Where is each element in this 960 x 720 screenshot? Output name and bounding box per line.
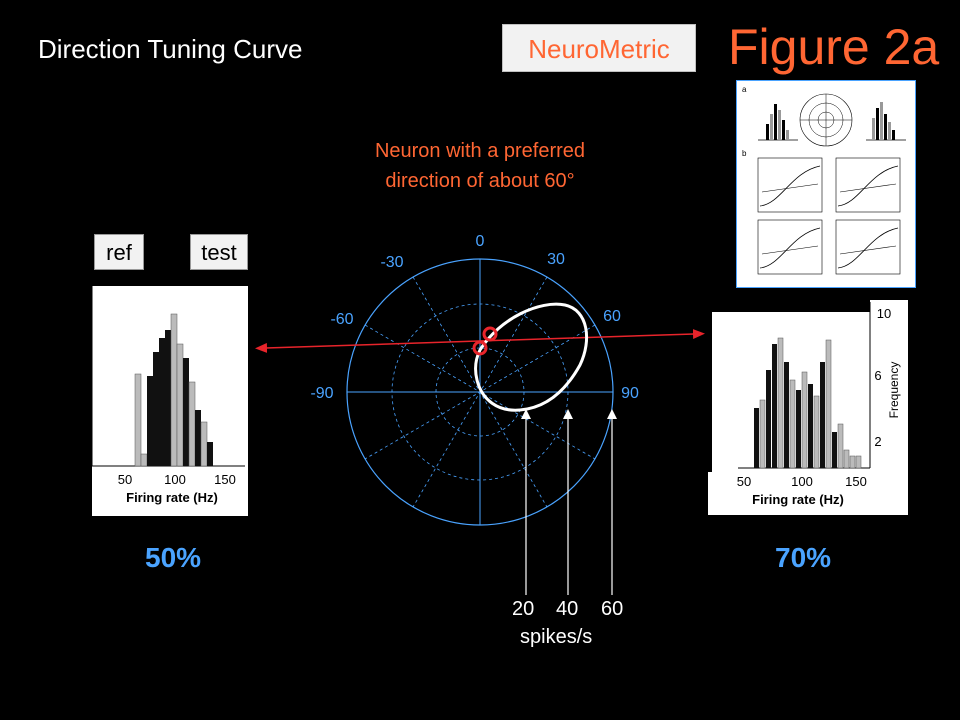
figure-label: Figure 2a [728,19,940,75]
figure-thumbnail: a b [736,80,916,288]
rate-label-40: 40 [556,598,579,620]
right-x-tick-100: 100 [791,474,813,489]
right-y-tick-10: 10 [877,306,891,321]
tuning-curve [474,302,589,412]
left-y-tick-2: 2 [68,425,74,437]
ref-tag: ref [94,234,144,270]
right-x-tick-150: 150 [845,474,867,489]
thumb-panel-b-label: b [742,149,747,158]
right-y-axis-label: Frequency [887,362,901,419]
right-y-tick-6: 6 [874,368,881,383]
left-x-axis-label: Firing rate (Hz) [126,490,218,505]
left-y-tick-10: 10 [62,305,74,317]
right-histogram-bars [754,337,862,469]
left-percent: 50% [145,542,202,573]
page-title: Direction Tuning Curve [38,34,303,64]
neuron-caption-line1: Neuron with a preferred [374,140,586,162]
right-histogram: 10 6 2 Frequency 50 100 150 Firing rate … [708,300,908,515]
thumb-hist-left [758,104,798,141]
left-histogram: 10 6 2 Frequency 50 100 150 Firing rate … [53,286,248,516]
angle-label-30: 30 [547,251,565,268]
polar-grid [346,258,614,526]
rate-label-20: 20 [512,598,535,620]
angle-label-0: 0 [476,233,485,250]
thumb-psychometric-panels [757,157,901,275]
thumb-hist-right [866,102,906,141]
left-x-tick-100: 100 [164,472,186,487]
neuron-caption: Neuron with a preferred direction of abo… [320,136,640,196]
brand-badge: NeuroMetric [502,24,696,72]
angle-label-60: 60 [603,308,621,325]
angle-label-90: 90 [621,385,639,402]
angle-label-minus60: -60 [330,311,353,328]
left-y-tick-6: 6 [68,365,74,377]
ref-marker [472,340,488,356]
neuron-caption-line2: direction of about 60° [385,170,575,192]
angle-label-minus90: -90 [310,385,333,402]
rate-unit-label: spikes/s [520,626,593,648]
rate-label-60: 60 [601,598,624,620]
right-x-tick-50: 50 [737,474,751,489]
thumb-panel-a-label: a [742,85,747,94]
left-y-axis-label: Frequency [53,368,67,425]
right-y-tick-2: 2 [874,434,881,449]
test-marker [482,326,498,342]
left-x-tick-50: 50 [118,472,132,487]
right-percent: 70% [775,542,832,573]
left-histogram-bars [134,313,213,467]
angle-label-minus30: -30 [380,254,403,271]
test-tag: test [190,234,248,270]
left-x-tick-150: 150 [214,472,236,487]
right-x-axis-label: Firing rate (Hz) [752,492,844,507]
thumb-polar [799,93,853,147]
